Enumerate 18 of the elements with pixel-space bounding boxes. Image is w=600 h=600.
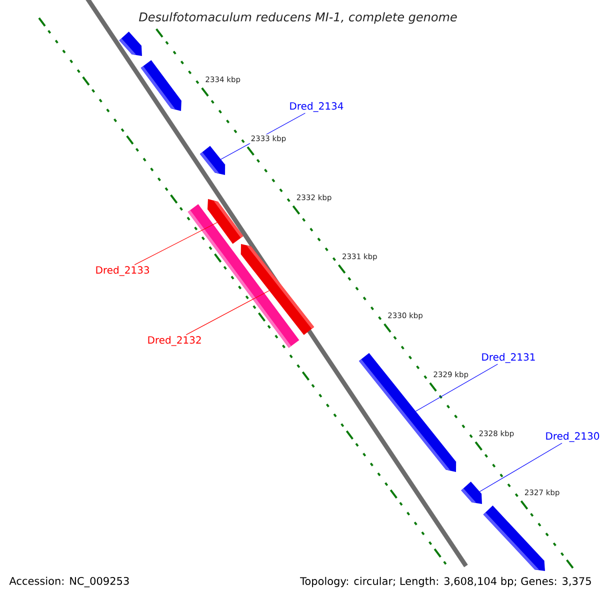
gene-feature xyxy=(240,244,314,335)
title: Desulfotomaculum reducens MI-1, complete genome xyxy=(139,12,457,24)
gene-feature xyxy=(483,506,545,571)
leader-line xyxy=(415,364,498,412)
gene-feature xyxy=(140,60,182,111)
gene-label: Dred_2134 xyxy=(290,102,344,112)
gene-feature xyxy=(119,32,142,56)
gene-feature xyxy=(200,146,226,175)
gene-label: Dred_2132 xyxy=(148,336,201,346)
gene-label: Dred_2133 xyxy=(96,266,149,276)
gene-feature xyxy=(461,482,482,504)
gene-label: Dred_2131 xyxy=(482,353,535,363)
leader-line xyxy=(134,222,218,266)
leader-line xyxy=(186,290,270,336)
gene-feature xyxy=(358,352,456,472)
leader-line xyxy=(479,442,562,492)
accession-text: Accession: NC_009253 xyxy=(9,576,129,588)
gene-label: Dred_2130 xyxy=(546,432,600,442)
